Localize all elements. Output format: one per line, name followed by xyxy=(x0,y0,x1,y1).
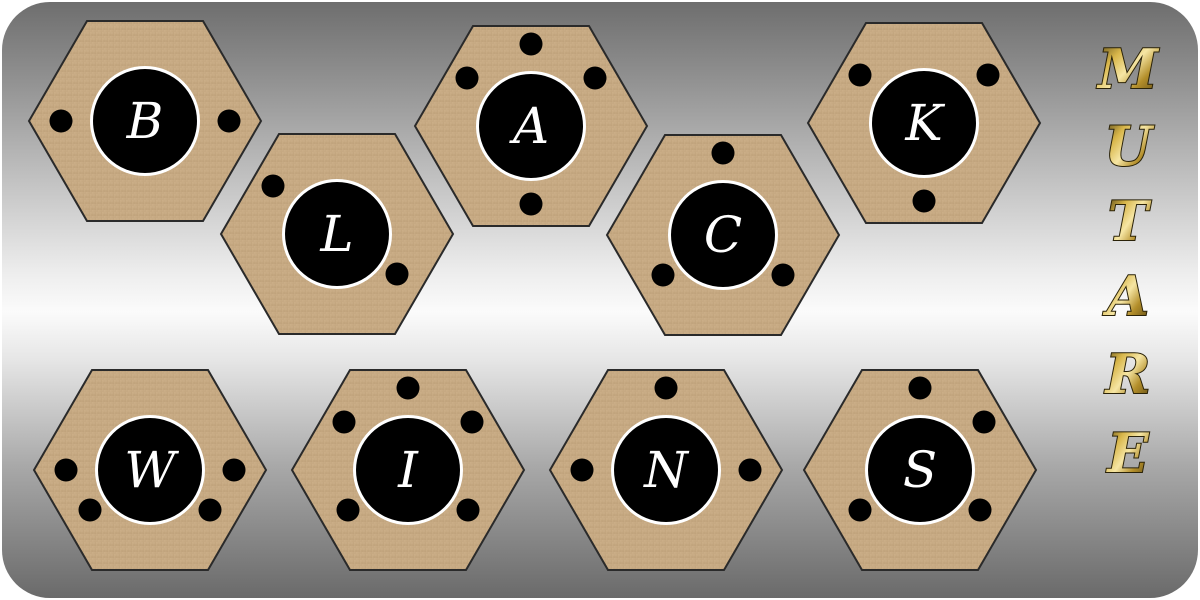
tile-letter: B xyxy=(126,92,164,150)
peg-dot-n xyxy=(908,376,932,400)
letter-disc xyxy=(614,418,718,522)
peg-dot-ne xyxy=(976,63,1000,87)
peg-dot-e xyxy=(222,458,246,482)
peg-dot-e xyxy=(738,458,762,482)
peg-dot-s xyxy=(912,189,936,213)
hex-tile-l[interactable]: L xyxy=(219,133,455,335)
letter-disc xyxy=(479,74,583,178)
title-letter-m: M xyxy=(1096,37,1160,101)
letter-disc xyxy=(671,183,775,287)
peg-dot-n xyxy=(396,376,420,400)
title-letter-a: A xyxy=(1102,264,1149,328)
title-letter-r: R xyxy=(1104,342,1151,406)
tile-letter: S xyxy=(903,441,937,499)
letter-disc xyxy=(872,71,976,175)
peg-dot-se xyxy=(456,498,480,522)
peg-dot-w xyxy=(49,109,73,133)
tile-letter: A xyxy=(509,97,549,155)
peg-dot-se xyxy=(771,263,795,287)
letter-disc xyxy=(868,418,972,522)
peg-dot-e xyxy=(217,109,241,133)
title-letter-e: E xyxy=(1105,421,1149,485)
peg-dot-ne xyxy=(972,410,996,434)
tiles-layer: B L A C K W I N S xyxy=(27,20,1042,571)
hex-tile-n[interactable]: N xyxy=(548,369,784,571)
title-letter-u: U xyxy=(1104,114,1154,178)
hex-tile-a[interactable]: A xyxy=(413,25,649,227)
letter-disc xyxy=(285,182,389,286)
peg-dot-sw xyxy=(78,498,102,522)
peg-dot-nw xyxy=(455,66,479,90)
peg-dot-se xyxy=(968,498,992,522)
hex-tile-b[interactable]: B xyxy=(27,20,263,222)
peg-dot-nw xyxy=(332,410,356,434)
peg-dot-s xyxy=(519,192,543,216)
hex-tile-w[interactable]: W xyxy=(32,369,268,571)
peg-dot-se xyxy=(198,498,222,522)
tile-letter: W xyxy=(124,441,179,499)
peg-dot-se xyxy=(385,262,409,286)
tile-letter: I xyxy=(397,441,419,499)
peg-dot-nw xyxy=(261,174,285,198)
hex-tile-k[interactable]: K xyxy=(806,22,1042,224)
peg-dot-w xyxy=(54,458,78,482)
peg-dot-sw xyxy=(336,498,360,522)
tile-letter: C xyxy=(704,206,742,264)
letter-disc xyxy=(356,418,460,522)
peg-dot-sw xyxy=(848,498,872,522)
tile-letter: N xyxy=(643,441,690,499)
peg-dot-sw xyxy=(651,263,675,287)
letter-disc xyxy=(93,69,197,173)
peg-dot-ne xyxy=(583,66,607,90)
peg-dot-n xyxy=(519,32,543,56)
tile-letter: L xyxy=(319,205,353,263)
letter-disc xyxy=(98,418,202,522)
hex-tile-i[interactable]: I xyxy=(290,369,526,571)
hex-tile-c[interactable]: C xyxy=(605,134,841,336)
peg-dot-w xyxy=(570,458,594,482)
peg-dot-n xyxy=(654,376,678,400)
title-letter-t: T xyxy=(1108,189,1152,253)
tile-letter: K xyxy=(904,94,945,152)
peg-dot-nw xyxy=(848,63,872,87)
hex-tile-s[interactable]: S xyxy=(802,369,1038,571)
peg-dot-n xyxy=(711,141,735,165)
peg-dot-ne xyxy=(460,410,484,434)
